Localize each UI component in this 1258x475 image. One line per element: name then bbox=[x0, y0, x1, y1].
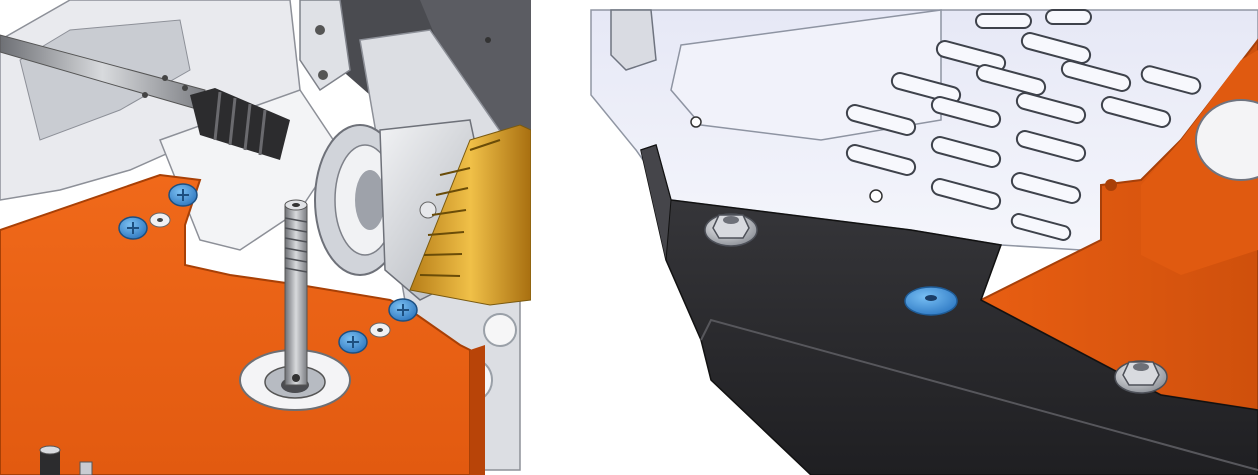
right-render-panel bbox=[581, 0, 1258, 475]
drive-shaft bbox=[0, 34, 290, 160]
blue-screw-icon bbox=[338, 330, 368, 354]
washer-icon bbox=[369, 322, 391, 338]
orange-side-wall bbox=[978, 38, 1258, 412]
vent-slots bbox=[845, 9, 1202, 241]
chassis-edge-render bbox=[581, 0, 1258, 475]
blue-screw-icon bbox=[388, 298, 418, 322]
blue-washer-icon bbox=[904, 286, 958, 316]
small-hardware bbox=[39, 445, 93, 475]
flange-nut-icon bbox=[704, 213, 758, 247]
flange-nut-icon bbox=[1114, 360, 1168, 394]
threaded-post bbox=[284, 199, 308, 386]
washer-icon bbox=[149, 212, 171, 228]
cv-boot bbox=[190, 88, 290, 160]
spur-gear bbox=[409, 124, 531, 306]
blue-screw-icon bbox=[168, 183, 198, 207]
chassis-plate bbox=[590, 9, 1258, 271]
blue-screws bbox=[118, 183, 418, 354]
motor-mount-render bbox=[0, 0, 531, 475]
left-render-panel bbox=[0, 0, 531, 475]
blue-screw-icon bbox=[118, 216, 148, 240]
